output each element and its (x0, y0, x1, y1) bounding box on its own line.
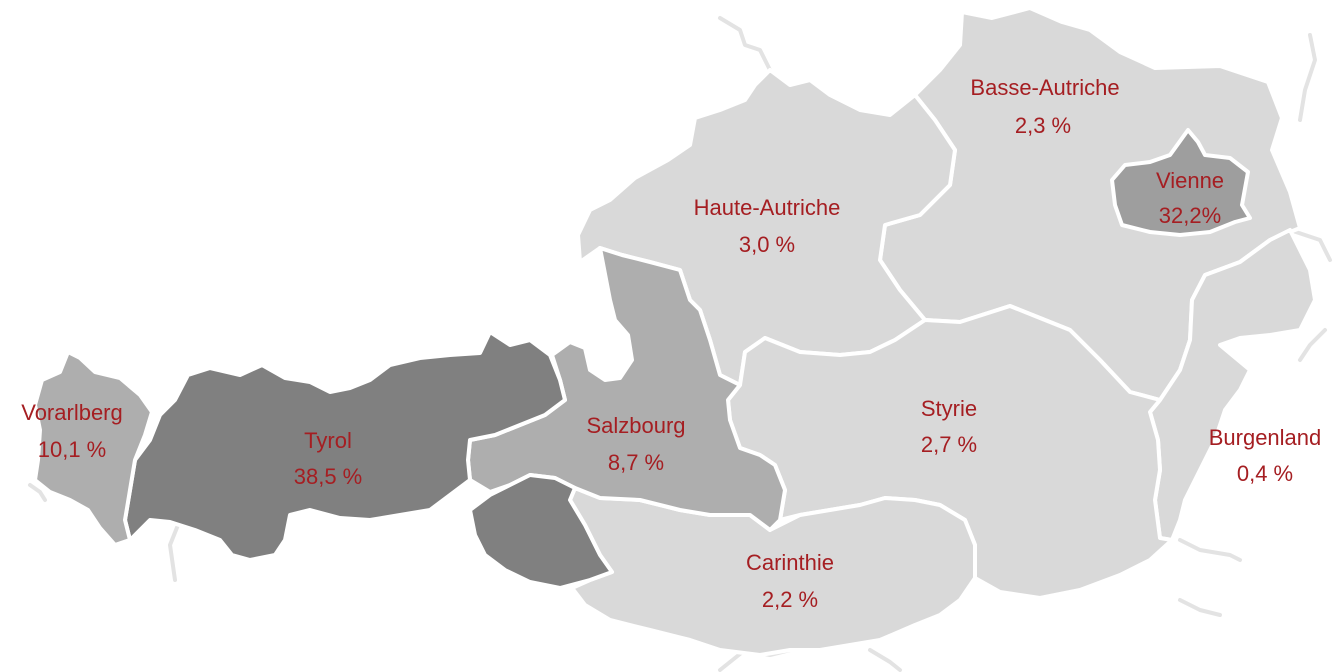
label-burgenland-value: 0,4 % (1237, 461, 1293, 486)
region-vienne[interactable] (1110, 128, 1252, 237)
label-vorarlberg-name: Vorarlberg (21, 400, 123, 425)
label-haute-autriche-name: Haute-Autriche (694, 195, 841, 220)
label-tyrol-name: Tyrol (304, 428, 352, 453)
label-vienne-value: 32,2% (1159, 203, 1221, 228)
neighbour-borders (28, 16, 1332, 672)
label-burgenland-name: Burgenland (1209, 425, 1322, 450)
label-salzbourg-value: 8,7 % (608, 450, 664, 475)
region-labels: Basse-Autriche 2,3 % Vienne 32,2% Haute-… (21, 75, 1321, 612)
label-tyrol-value: 38,5 % (294, 464, 363, 489)
label-basse-autriche-value: 2,3 % (1015, 113, 1071, 138)
region-tyrol[interactable] (123, 330, 567, 562)
label-haute-autriche-value: 3,0 % (739, 232, 795, 257)
label-vorarlberg-value: 10,1 % (38, 437, 107, 462)
label-styrie-value: 2,7 % (921, 432, 977, 457)
region-tyrol-east[interactable] (468, 473, 614, 590)
label-carinthie-name: Carinthie (746, 550, 834, 575)
label-carinthie-value: 2,2 % (762, 587, 818, 612)
label-styrie-name: Styrie (921, 396, 977, 421)
region-vorarlberg[interactable] (33, 350, 154, 547)
label-vienne-name: Vienne (1156, 168, 1224, 193)
label-basse-autriche-name: Basse-Autriche (970, 75, 1119, 100)
label-salzbourg-name: Salzbourg (586, 413, 685, 438)
